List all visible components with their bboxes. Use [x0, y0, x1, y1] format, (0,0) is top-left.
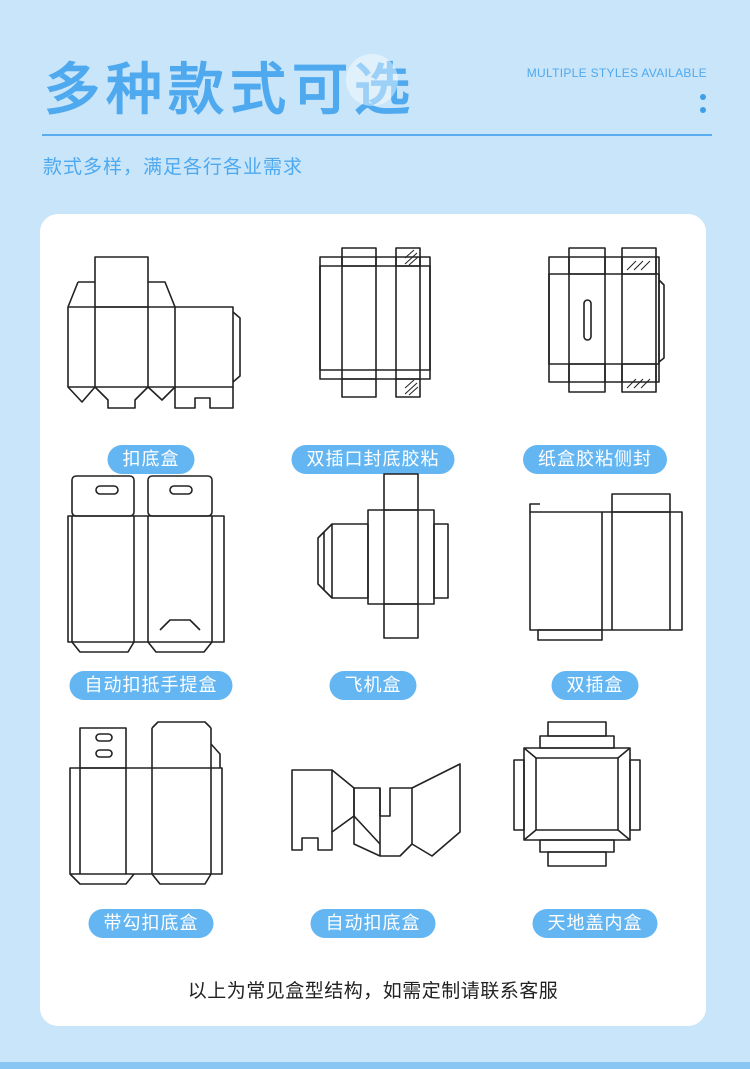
- tuck-glue-bottom-box-dieline-icon: [319, 247, 431, 398]
- mailer-box-dieline-icon: [317, 473, 449, 639]
- footer-note: 以上为常见盒型结构，如需定制请联系客服: [187, 980, 559, 1002]
- dots-icon: [700, 94, 706, 120]
- glued-side-seal-box-dieline-icon: [548, 247, 665, 393]
- double-tuck-box-dieline-icon: [529, 493, 683, 641]
- page-subtitle: 款式多样，满足各行各业需求: [43, 156, 304, 178]
- hook-lock-bottom-box-dieline-icon: [69, 721, 223, 885]
- box-style-label: 飞机盒: [329, 671, 417, 700]
- box-style-label: 天地盖内盒: [532, 909, 658, 938]
- lock-bottom-box-dieline-icon: [67, 256, 241, 409]
- header-divider: [42, 134, 712, 136]
- box-style-label: 自动扣底盒: [310, 909, 436, 938]
- english-subtitle: MULTIPLE STYLES AVAILABLE: [526, 66, 707, 80]
- lid-base-inner-box-dieline-icon: [513, 721, 641, 867]
- box-style-label: 自动扣抵手提盒: [69, 671, 233, 700]
- box-style-label: 双插盒: [551, 671, 639, 700]
- box-styles-card: 扣底盒 双插口封底胶粘: [40, 214, 706, 1026]
- box-style-label: 扣底盒: [107, 445, 195, 474]
- auto-lock-bottom-box-dieline-icon: [291, 763, 461, 857]
- box-style-label: 纸盒胶粘侧封: [523, 445, 667, 474]
- bottom-band: [0, 1062, 750, 1069]
- page-title: 多种款式可选: [44, 58, 416, 123]
- box-style-label: 双插口封底胶粘: [291, 445, 455, 474]
- auto-lock-handle-box-dieline-icon: [67, 475, 225, 653]
- box-style-label: 带勾扣底盒: [88, 909, 214, 938]
- decorative-circle: [346, 54, 398, 106]
